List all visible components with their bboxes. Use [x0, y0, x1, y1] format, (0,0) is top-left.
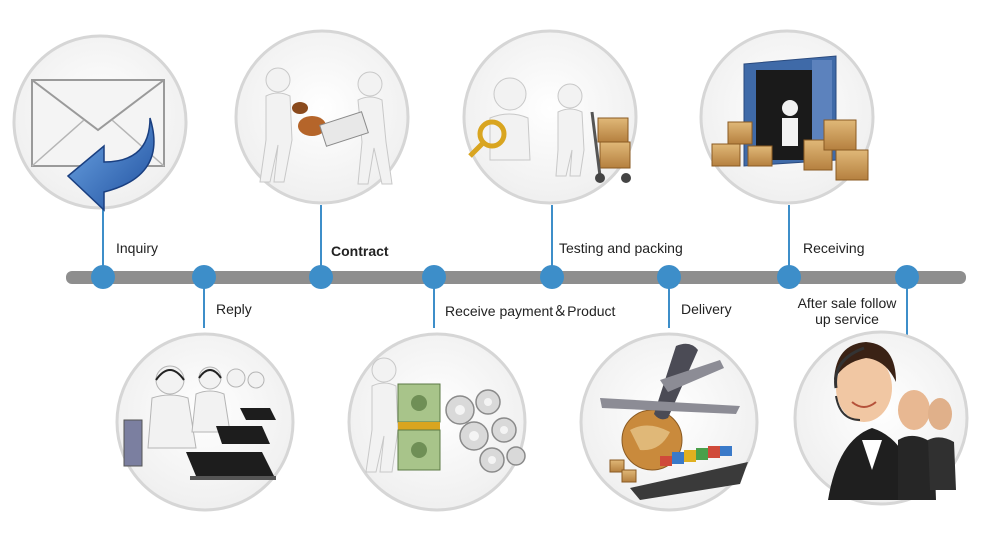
connectors [102, 198, 908, 338]
step-label-receiving: Receiving [803, 240, 865, 256]
step-label-testing: Testing and packing [559, 240, 683, 256]
timeline-bar [66, 271, 966, 284]
headset-agents-icon [828, 342, 956, 500]
step-aftersale-image [793, 330, 969, 506]
step-delivery-image [579, 332, 759, 512]
timeline-nodes [91, 265, 919, 289]
step-label-reply: Reply [216, 301, 252, 317]
node-aftersale [895, 265, 919, 289]
node-receiving [777, 265, 801, 289]
node-testing [540, 265, 564, 289]
step-label-payment: Receive payment＆Product [445, 303, 616, 319]
step-contract-image [234, 29, 410, 205]
step-receiving-image [699, 29, 875, 205]
node-reply [192, 265, 216, 289]
call-center-laptops-icon [123, 365, 276, 480]
step-testing-image [462, 29, 638, 205]
money-gears-icon [365, 357, 526, 473]
step-label-delivery: Delivery [681, 301, 732, 317]
step-label-inquiry: Inquiry [116, 240, 159, 256]
container-boxes-icon [711, 55, 869, 181]
node-contract [309, 265, 333, 289]
inspection-handtruck-icon [468, 77, 631, 183]
step-label-contract: Contract [331, 243, 389, 259]
node-inquiry [91, 265, 115, 289]
node-payment [422, 265, 446, 289]
envelope-reply-icon [31, 79, 165, 212]
step-reply-image [115, 332, 295, 512]
node-delivery [657, 265, 681, 289]
step-payment-image [347, 332, 527, 512]
step-inquiry-image [12, 34, 188, 212]
handshake-contract-icon [259, 67, 393, 185]
airplane-ship-globe-icon [600, 343, 748, 500]
step-label-aftersale: After sale follow up service [797, 295, 897, 327]
